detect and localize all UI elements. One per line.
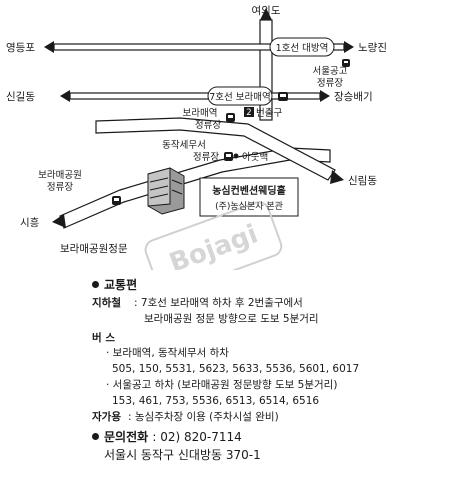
place-boramae-park-gate: 보라매공원정문 <box>60 243 128 255</box>
car-text: : 농심주차장 이용 (주차시설 완비) <box>128 411 279 424</box>
building-label-box <box>199 177 299 217</box>
place-noryangjin: 노량진 <box>358 42 387 54</box>
bus-icon <box>112 196 121 205</box>
building-sub: (주)농심본사 본관 <box>215 201 283 212</box>
landmark-dot-icon <box>233 153 239 159</box>
bus-stop-boramae-l2: 정류장 <box>195 120 221 131</box>
building-name: 농심컨벤션웨딩홀 <box>212 184 286 197</box>
road-upper-diagonal <box>95 117 336 181</box>
address: 서울시 동작구 신대방동 370-1 <box>104 448 261 462</box>
transport-title: 교통편 <box>104 278 138 292</box>
car-key: 자가용 <box>92 411 121 424</box>
station-box-boramae <box>207 86 273 106</box>
bus-routes2-row: 153, 461, 753, 5536, 6513, 6514, 6516 <box>92 394 448 410</box>
exit-label: 번출구 <box>256 108 282 119</box>
address-row: 서울시 동작구 신대방동 370-1 <box>92 446 448 464</box>
svg-text:Bojagi: Bojagi <box>166 219 262 270</box>
station-boramae-label: 7호선 보라매역 <box>209 92 271 103</box>
bus-routes1: 505, 150, 5531, 5623, 5633, 5536, 5601, … <box>112 363 360 375</box>
subway-line2: 보라매공원 정문 방향으로 도보 5분거리 <box>144 312 319 325</box>
bullet-icon <box>92 281 99 288</box>
bus-routes2: 153, 461, 753, 5536, 6513, 6514, 6516 <box>112 394 320 407</box>
bus-stop2: · 서울공고 하차 (보라매공원 정문방향 도보 5분거리) <box>106 378 338 391</box>
car-row: 자가용 : 농심주차장 이용 (주차시설 완비) <box>92 410 448 426</box>
bus-stop-seoul-tech-l2: 정류장 <box>317 78 343 89</box>
place-sillimdong: 신림동 <box>348 175 377 187</box>
place-jangseungbaegi: 장승배기 <box>334 91 373 103</box>
place-yeongdeungpo: 영등포 <box>6 42 35 54</box>
arrow-left-siheung <box>52 214 66 228</box>
bus-icon <box>226 113 235 122</box>
place-singildong: 신길동 <box>6 90 35 103</box>
subway-colon: : <box>134 297 141 309</box>
bus-stop-dongjak-tax-l1: 동작세무서 <box>162 140 206 151</box>
bus-icon <box>224 152 233 161</box>
contact-label: 문의전화 <box>104 430 149 444</box>
subway-line1: 7호선 보라매역 하차 후 2번출구에서 <box>140 297 303 309</box>
bus-key: 버 스 <box>92 331 115 344</box>
contact-row: 문의전화 : 02) 820-7114 <box>92 428 448 446</box>
bus-stop1-row: · 보라매역, 동작세무서 하차 <box>92 346 448 362</box>
transit-icons <box>112 59 350 205</box>
arrow-right-noryangjin <box>344 41 354 53</box>
contact-value: : 02) 820-7114 <box>152 430 242 444</box>
exit-number-box-icon <box>244 107 254 117</box>
location-map: Bojagi 여의도 영등포 노량진 신길동 장승배기 신림동 시흥 보라매공원… <box>6 5 387 270</box>
bus-stop-dongjak-tax-l2: 정류장 <box>193 152 219 163</box>
map-labels: 여의도 영등포 노량진 신길동 장승배기 신림동 시흥 보라매공원정문 1호선 … <box>6 5 387 255</box>
arrow-left-singildong <box>60 90 70 102</box>
landmark-aewoobaek: 아웃백 <box>242 152 268 163</box>
transport-header: 교통편 <box>92 276 448 294</box>
building-icon <box>147 167 185 215</box>
bus-stop-boramae-park-l1: 보라매공원 <box>38 170 82 181</box>
arrow-right-sillimdong <box>330 170 344 184</box>
bus-stop-boramae-park-l2: 정류장 <box>47 182 73 193</box>
bullet-icon <box>92 433 99 440</box>
bus-stop1: · 보라매역, 동작세무서 하차 <box>106 347 229 360</box>
arrow-right-jangseungbaegi <box>320 90 330 102</box>
arrow-up-yeouido <box>260 8 272 20</box>
station-box-daebang <box>269 37 335 57</box>
bus-row: 버 스 <box>92 331 448 347</box>
place-yeouido: 여의도 <box>252 5 281 17</box>
station-daebang-label: 1호선 대방역 <box>276 43 329 54</box>
arrow-left-yeongdeungpo <box>44 41 54 53</box>
bus-stop-seoul-tech-l1: 서울공고 <box>313 66 348 77</box>
subway-key: 지하철 <box>92 297 121 309</box>
exit-number: 2 <box>246 108 251 118</box>
subway-row: 지하철: 7호선 보라매역 하차 후 2번출구에서 <box>92 296 448 312</box>
station-boxes <box>207 37 335 106</box>
train-icon <box>278 92 288 101</box>
bus-routes1-row: 505, 150, 5531, 5623, 5633, 5536, 5601, … <box>92 362 448 378</box>
bus-icon <box>342 59 350 67</box>
bus-stop2-row: · 서울공고 하차 (보라매공원 정문방향 도보 5분거리) <box>92 378 448 394</box>
bus-stop-boramae-l1: 보라매역 <box>183 108 218 119</box>
transport-info: 교통편 지하철: 7호선 보라매역 하차 후 2번출구에서 보라매공원 정문 방… <box>92 276 448 464</box>
subway-row-2: 보라매공원 정문 방향으로 도보 5분거리 <box>92 312 448 328</box>
place-siheung: 시흥 <box>20 216 40 229</box>
arrows <box>44 8 354 228</box>
